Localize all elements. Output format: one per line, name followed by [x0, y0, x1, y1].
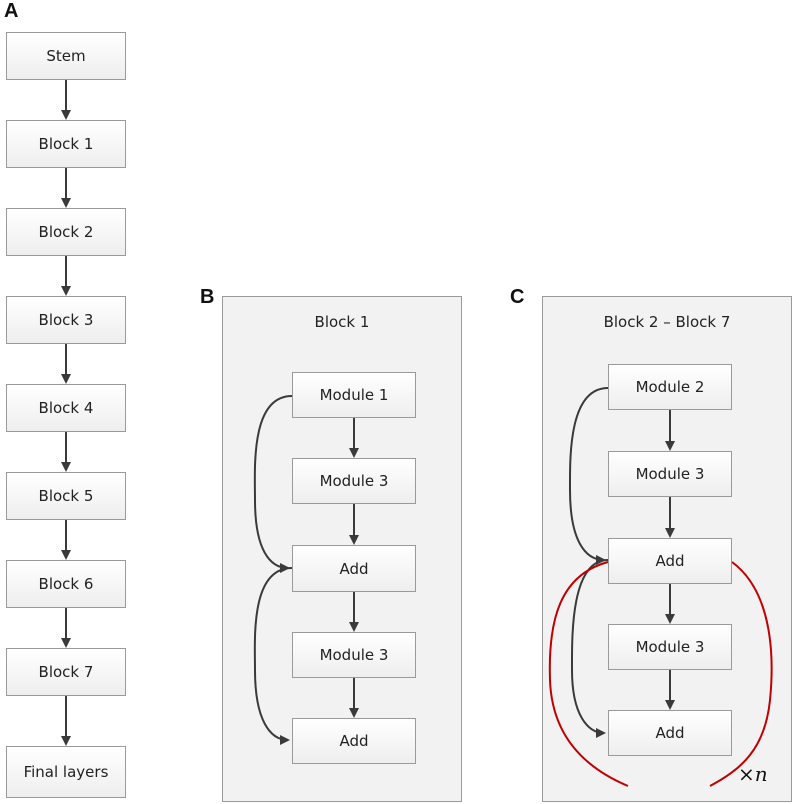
block-6: Block 6	[6, 560, 126, 608]
block-1: Block 1	[6, 120, 126, 168]
b-node-module1: Module 1	[292, 372, 416, 418]
b-node-add: Add	[292, 545, 416, 592]
repeat-symbol: ×	[738, 762, 755, 786]
b-node-add-second: Add	[292, 718, 416, 764]
block-stem: Stem	[6, 32, 126, 80]
block-7: Block 7	[6, 648, 126, 696]
repeat-multiplier: ×n	[738, 762, 768, 786]
block-final-layers: Final layers	[6, 746, 126, 798]
panel-a-label: A	[4, 0, 19, 22]
panel-c-label: C	[510, 286, 525, 308]
panel-b-label: B	[200, 286, 215, 308]
repeat-var: n	[754, 762, 768, 786]
c-node-add: Add	[608, 538, 732, 584]
c-node-module2: Module 2	[608, 364, 732, 410]
c-node-module3-second: Module 3	[608, 624, 732, 670]
c-node-module3: Module 3	[608, 451, 732, 497]
c-node-add-second: Add	[608, 710, 732, 756]
block-2: Block 2	[6, 208, 126, 256]
block-5: Block 5	[6, 472, 126, 520]
block-4: Block 4	[6, 384, 126, 432]
panel-b-title: Block 1	[314, 313, 370, 331]
block-3: Block 3	[6, 296, 126, 344]
b-node-module3: Module 3	[292, 458, 416, 504]
panel-c-title: Block 2 – Block 7	[603, 313, 731, 331]
b-node-module3-second: Module 3	[292, 632, 416, 678]
